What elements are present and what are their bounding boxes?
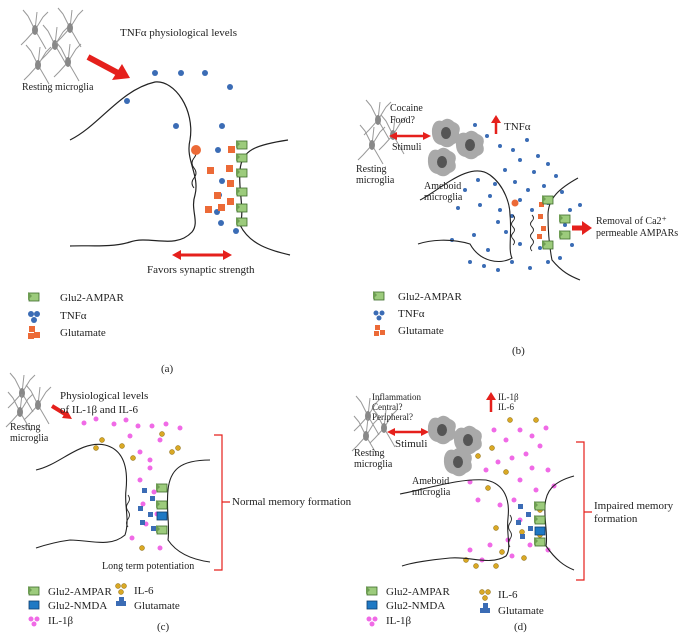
panel-b-ameboid-icon bbox=[427, 118, 484, 177]
panel-c-legend: Glu2-AMPAR Glu2-NMDA IL-1β IL-6 Glutamat… bbox=[27, 583, 180, 627]
panel-b-label: (b) bbox=[512, 345, 525, 357]
panel-b-resting-1: Resting bbox=[356, 164, 387, 175]
panel-b-removal-2: permeable AMPARs bbox=[596, 228, 678, 239]
panel-d-resting-2: microglia bbox=[354, 459, 393, 470]
panel-d-il6-label: IL-6 bbox=[498, 402, 514, 412]
legend-b-tnf: TNFα bbox=[398, 308, 425, 320]
panel-b-tnf-dots bbox=[450, 123, 582, 272]
panel-c-label: (c) bbox=[157, 621, 170, 633]
legend-b-glutamate: Glutamate bbox=[398, 325, 444, 337]
panel-c-bracket-label: Normal memory formation bbox=[232, 496, 352, 508]
panel-b-ameboid-1: Ameboid bbox=[424, 181, 461, 192]
legend-d-nmda: Glu2-NMDA bbox=[386, 600, 445, 612]
legend-a-ampar: Glu2-AMPAR bbox=[60, 292, 124, 304]
panel-d-stim-2: Central? bbox=[372, 402, 403, 412]
legend-a-tnf: TNFα bbox=[60, 310, 87, 322]
legend-c-il1b: IL-1β bbox=[48, 615, 74, 627]
legend-a-glutamate: Glutamate bbox=[60, 327, 106, 339]
panel-b-resting-2: microglia bbox=[356, 175, 395, 186]
panel-b-ameboid-2: microglia bbox=[424, 192, 463, 203]
panel-a-caption: Favors synaptic strength bbox=[147, 264, 255, 276]
panel-d-bracket bbox=[576, 441, 592, 581]
panel-c-bracket bbox=[214, 434, 230, 571]
panel-d-label: (d) bbox=[514, 621, 527, 633]
panel-b-stim-1: Cocaine bbox=[390, 103, 423, 114]
panel-d-ameboid-1: Ameboid bbox=[412, 476, 449, 487]
panel-c-title-1: Physiological levels bbox=[60, 390, 148, 402]
panel-d-resting-1: Resting bbox=[354, 448, 385, 459]
legend-c-il6: IL-6 bbox=[134, 585, 154, 597]
panel-a-title: TNFα physiological levels bbox=[120, 27, 237, 39]
panel-b: Resting microglia Cocaine Food? Stimuli … bbox=[356, 99, 678, 357]
legend-b-ampar: Glu2-AMPAR bbox=[398, 291, 462, 303]
panel-d-il1b-label: IL-1β bbox=[498, 392, 519, 402]
panel-a-arrow bbox=[86, 54, 120, 76]
panel-c-resting-1: Resting bbox=[10, 422, 41, 433]
panel-c-postsynaptic bbox=[166, 459, 211, 563]
panel-c: Resting microglia Physiological levels o… bbox=[5, 372, 352, 633]
panel-a-presynaptic bbox=[69, 81, 197, 247]
panel-d: Resting microglia Inflammation Central? … bbox=[351, 392, 674, 633]
panel-b-stim-3: Stimuli bbox=[392, 142, 422, 153]
panel-a-legend: Glu2-AMPAR TNFα Glutamate bbox=[27, 291, 124, 339]
legend-d-ampar: Glu2-AMPAR bbox=[386, 586, 450, 598]
legend-d-glutamate: Glutamate bbox=[498, 605, 544, 617]
panel-c-receptors bbox=[155, 482, 168, 535]
panel-c-il6-dots bbox=[93, 431, 181, 551]
panel-b-removal-1: Removal of Ca2⁺ bbox=[596, 216, 667, 227]
panel-d-stim-1: Inflammation bbox=[372, 392, 421, 402]
panel-d-legend: Glu2-AMPAR Glu2-NMDA IL-1β IL-6 Glutamat… bbox=[365, 585, 544, 627]
panel-b-tnf-label: TNFα bbox=[504, 121, 531, 133]
panel-d-il1b-dots bbox=[467, 425, 557, 563]
panel-d-ameboid-icon bbox=[427, 415, 482, 477]
panel-d-glutamate bbox=[516, 504, 533, 539]
panel-b-stim-2: Food? bbox=[390, 115, 416, 126]
resting-microglia-icon bbox=[20, 7, 84, 85]
panel-d-presynaptic bbox=[399, 479, 510, 567]
panel-d-stim-3: Peripheral? bbox=[372, 412, 413, 422]
legend-c-glutamate: Glutamate bbox=[134, 600, 180, 612]
legend-d-il1b: IL-1β bbox=[386, 615, 412, 627]
panel-c-resting-2: microglia bbox=[10, 433, 49, 444]
legend-c-nmda: Glu2-NMDA bbox=[48, 600, 107, 612]
legend-c-ampar: Glu2-AMPAR bbox=[48, 586, 112, 598]
panel-a-microglia-label: Resting microglia bbox=[22, 82, 94, 93]
panel-d-bracket-1: Impaired memory bbox=[594, 500, 674, 512]
panel-d-ameboid-2: microglia bbox=[412, 487, 451, 498]
panel-a-glutamate bbox=[205, 146, 235, 213]
panel-b-presynaptic bbox=[417, 170, 513, 262]
panel-c-caption: Long term potentiation bbox=[102, 561, 194, 572]
panel-c-presynaptic bbox=[35, 443, 128, 549]
panel-a-label: (a) bbox=[161, 363, 174, 375]
panel-c-glutamate bbox=[138, 488, 156, 531]
panel-b-legend: Glu2-AMPAR TNFα Glutamate bbox=[372, 290, 462, 337]
panel-d-stimuli: Stimuli bbox=[395, 438, 427, 450]
panel-d-bracket-2: formation bbox=[594, 513, 638, 525]
panel-d-postsynaptic bbox=[544, 475, 575, 571]
legend-d-il6: IL-6 bbox=[498, 589, 518, 601]
panel-c-title-2: of IL-1β and IL-6 bbox=[60, 404, 138, 416]
panel-b-ampar bbox=[541, 194, 571, 250]
panel-d-receptors bbox=[533, 500, 546, 547]
panel-a: Resting microglia TNFα physiological lev… bbox=[20, 7, 291, 375]
